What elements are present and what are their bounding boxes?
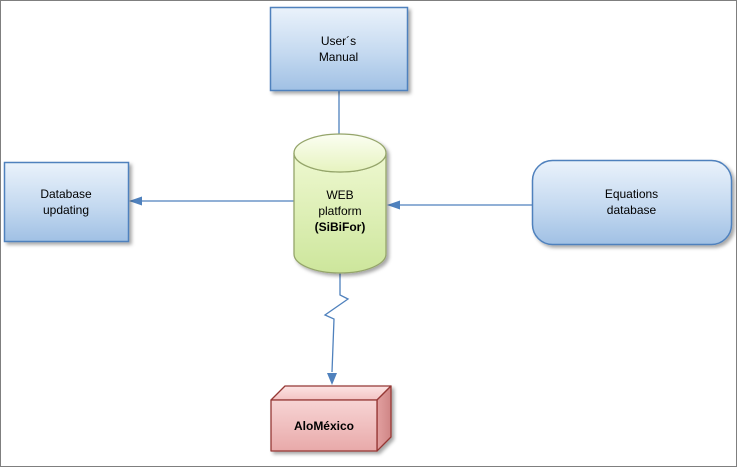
equations-database-box bbox=[531, 159, 733, 246]
web-platform-cylinder bbox=[293, 133, 387, 274]
arrowhead-left bbox=[129, 196, 142, 206]
database-updating-box bbox=[3, 161, 130, 243]
connector-platform-to-databaseupdating bbox=[129, 196, 294, 206]
connector-equations-to-platform bbox=[387, 200, 532, 210]
users-manual-box bbox=[269, 6, 409, 92]
alomexico-cube bbox=[270, 385, 392, 452]
connector-platform-to-alomexico bbox=[323, 273, 350, 385]
arrowhead-left bbox=[387, 200, 400, 210]
arrowhead-down bbox=[327, 373, 337, 385]
